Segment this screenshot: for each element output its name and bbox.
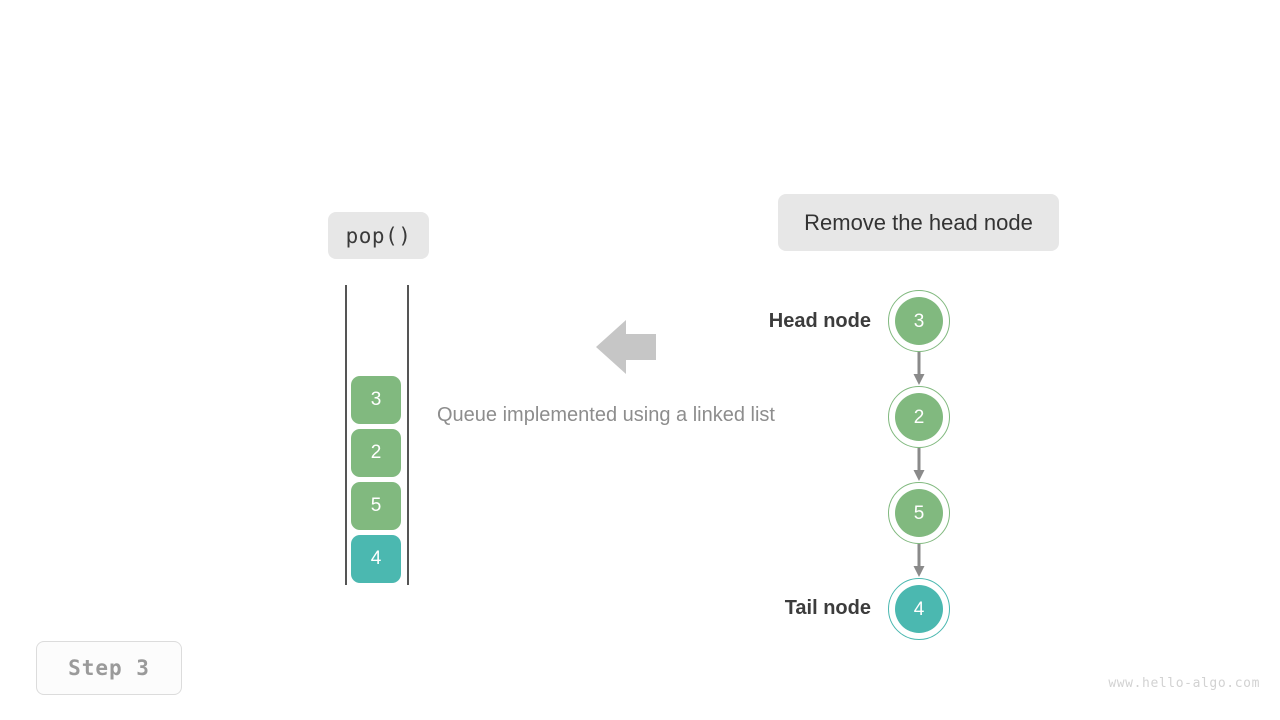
action-label: Remove the head node xyxy=(778,194,1059,251)
list-node: 2 xyxy=(888,386,950,448)
operation-label: pop() xyxy=(328,212,429,259)
queue-cell: 3 xyxy=(351,376,401,424)
link-arrow-down-icon xyxy=(912,544,926,578)
link-arrow-down-icon xyxy=(912,352,926,386)
node-core: 4 xyxy=(895,585,943,633)
node-core: 2 xyxy=(895,393,943,441)
tail-node-label: Tail node xyxy=(784,597,871,619)
diagram-caption: Queue implemented using a linked list xyxy=(437,404,775,426)
node-ring xyxy=(888,578,950,640)
node-ring xyxy=(888,386,950,448)
watermark: www.hello-algo.com xyxy=(1108,676,1260,691)
list-node: 4 xyxy=(888,578,950,640)
linked-list-container: 3 2 5 4 xyxy=(888,290,952,642)
node-value: 2 xyxy=(913,406,925,428)
node-core: 5 xyxy=(895,489,943,537)
node-value: 3 xyxy=(913,310,925,332)
step-badge: Step 3 xyxy=(36,641,182,695)
node-ring xyxy=(888,482,950,544)
queue-rail-right xyxy=(407,285,409,585)
queue-cell: 4 xyxy=(351,535,401,583)
head-node-label: Head node xyxy=(768,310,871,332)
queue-container: 3 2 5 4 xyxy=(345,285,409,585)
list-node: 5 xyxy=(888,482,950,544)
node-core: 3 xyxy=(895,297,943,345)
link-arrow-down-icon xyxy=(912,448,926,482)
node-value: 5 xyxy=(913,502,925,524)
queue-cell: 2 xyxy=(351,429,401,477)
list-node: 3 xyxy=(888,290,950,352)
node-ring xyxy=(888,290,950,352)
transition-arrow-left-icon xyxy=(596,320,656,374)
queue-rail-left xyxy=(345,285,347,585)
queue-cell-list: 3 2 5 4 xyxy=(351,376,401,583)
node-value: 4 xyxy=(913,598,925,620)
queue-cell: 5 xyxy=(351,482,401,530)
